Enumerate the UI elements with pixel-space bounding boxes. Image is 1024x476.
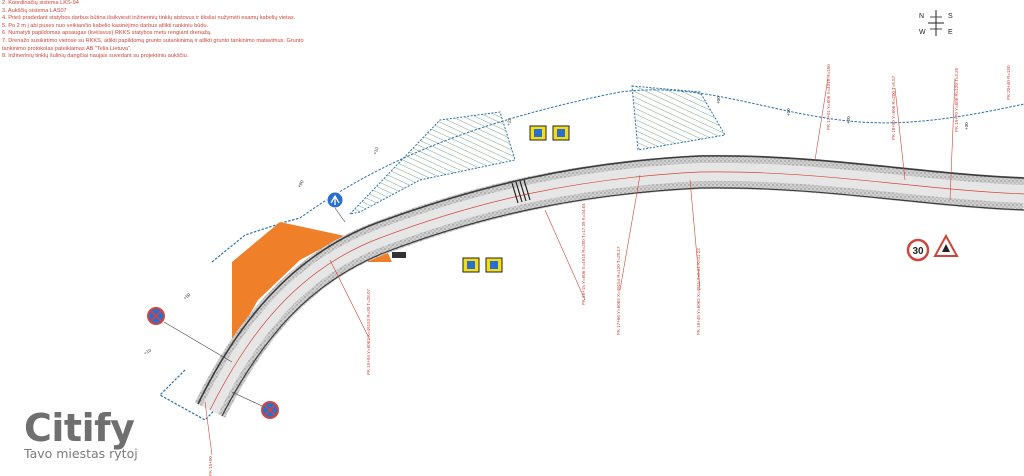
note-line: 2. Koordinačių sistema LKS-94 [2, 0, 79, 6]
note-line: 5. Po 2 m į abi puses nuo veikiančio kab… [2, 22, 209, 29]
pedestrian-crossing [511, 179, 531, 204]
svg-text:PK 18+90 Y=606 R=200 T=6.57: PK 18+90 Y=606 R=200 T=6.57 [891, 75, 896, 140]
pedestrian-crossing-sign-icon [462, 257, 503, 273]
station-labels: PK 16+15 Y=606 X=4915 R=200 T=17.39 K=34… [208, 64, 1011, 476]
svg-text:PK 15+00: PK 15+00 [208, 456, 213, 476]
note-line: 3. Aukščių sistema LAS07 [2, 7, 67, 14]
svg-text:PK 15+94 Y=6062 X=49153 R=30 T: PK 15+94 Y=6062 X=49153 R=30 T=28.07 [366, 288, 371, 375]
compass-w: W [919, 29, 926, 36]
compass-s: S [948, 13, 953, 20]
general-notes: 2. Koordinačių sistema LKS-94 3. Aukščių… [2, 0, 422, 61]
compass-e: E [948, 29, 953, 36]
note-line: 8. Inžinerinių tinklų šulinių dangčiai n… [2, 53, 189, 60]
orange-fill-area [232, 222, 345, 345]
svg-text:PK 17+01 Y=606 X=4915 R=150: PK 17+01 Y=606 X=4915 R=150 [826, 64, 831, 130]
svg-text:+50: +50 [182, 292, 191, 301]
hatched-green-area [631, 85, 726, 151]
note-line: tankinimo protokolas pateikiamas AB "Tel… [2, 45, 132, 52]
hatched-green-area [348, 111, 516, 215]
utility-box [392, 252, 406, 258]
svg-text:+10: +10 [372, 146, 379, 155]
note-line: 4. Prieš pradedant statybos darbus būtin… [2, 15, 296, 22]
svg-text:+10: +10 [143, 347, 153, 355]
speed-limit-value: 30 [912, 246, 924, 257]
svg-text:PK 19+70 Y=606 R=120 T=3.25: PK 19+70 Y=606 R=120 T=3.25 [954, 67, 959, 132]
svg-text:+10: +10 [786, 108, 791, 116]
road-edge-line [197, 155, 1024, 405]
site-boundary-line [299, 89, 1024, 219]
svg-text:+80: +80 [297, 179, 305, 189]
annotation-leader-lines [204, 77, 956, 456]
note-line: 7. Drenažo susikirtimo vietose su RKKS, … [2, 37, 304, 44]
compass-icon: N S W E [919, 10, 953, 36]
svg-text:PK 16+15 Y=606 X=4915 R=200 T=: PK 16+15 Y=606 X=4915 R=200 T=17.39 K=34… [581, 203, 586, 305]
no-parking-sign-icon [147, 307, 233, 363]
svg-text:PK 18+45 Y=6062 X=4915 T=5.61: PK 18+45 Y=6062 X=4915 T=5.61 K=11.23 [696, 248, 701, 335]
svg-text:PK 17+66 Y=6063 X=49154 R=120: PK 17+66 Y=6063 X=49154 R=120 T=20.17 [616, 246, 621, 335]
no-parking-sign-icon [231, 391, 279, 419]
note-line: 6. Numatyti papildomas apsaugas (kvėlavu… [2, 30, 212, 37]
site-boundary-line [211, 217, 301, 263]
logo-subtitle: Tavo miestas rytoj [24, 446, 138, 461]
svg-text:+00: +00 [716, 96, 721, 104]
pedestrian-crossing-sign-icon [529, 125, 570, 141]
road-axis-line [209, 171, 1024, 411]
compass-n: N [919, 13, 924, 20]
speed-limit-sign-icon: 30 [906, 238, 930, 262]
warning-triangle-sign-icon [933, 233, 959, 257]
svg-text:PK 20+40 R=150: PK 20+40 R=150 [1006, 65, 1011, 100]
svg-text:+23: +23 [506, 117, 512, 126]
mandatory-direction-sign-icon [326, 191, 346, 223]
logo-title: Citify [24, 406, 135, 450]
chainage-ticks: +80 +10 +23 +00 +10 +20 +30 +50 +10 [143, 96, 969, 356]
svg-text:+20: +20 [846, 116, 851, 124]
svg-text:+30: +30 [964, 122, 969, 130]
road-edge-line [221, 187, 1024, 417]
brand-logo: Citify Tavo miestas rytoj [24, 408, 144, 461]
